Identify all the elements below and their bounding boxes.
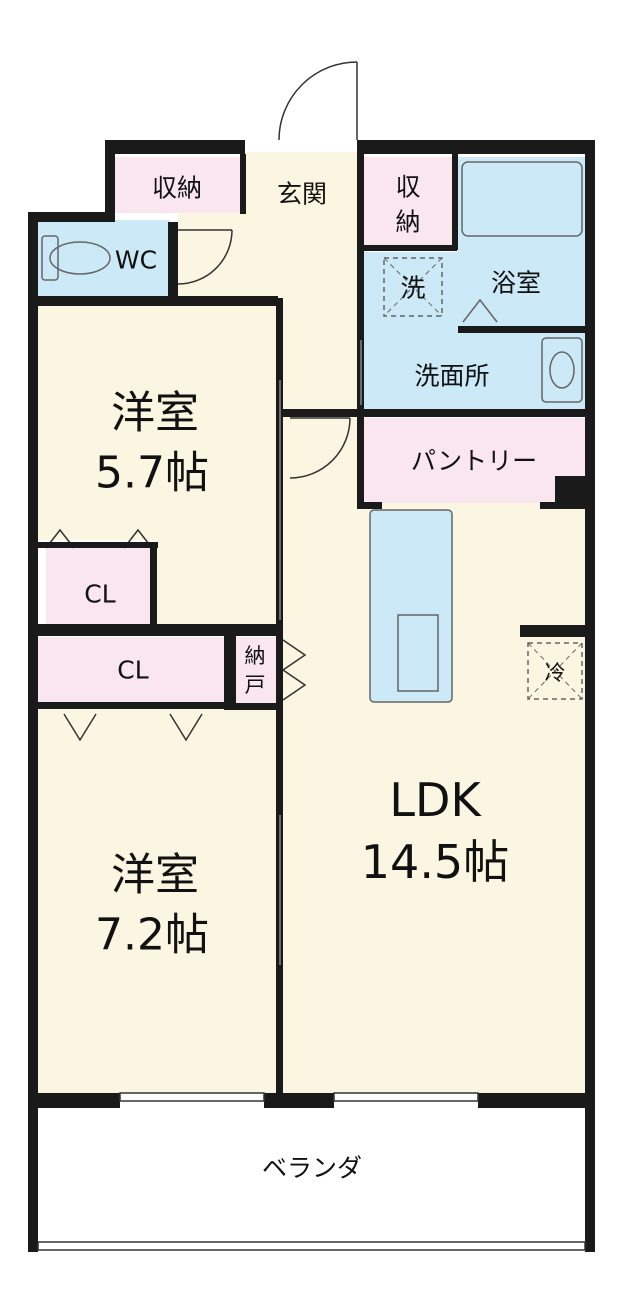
closet1-floor <box>46 548 150 624</box>
nando-door-swing2 <box>282 669 307 701</box>
wc-floor <box>38 220 170 296</box>
storage1-label: 収納 <box>152 174 202 203</box>
bath-label: 浴室 <box>491 269 541 298</box>
nando-label-line2: 戸 <box>245 673 266 697</box>
wall-closet1-right <box>150 542 157 630</box>
bedroom1-name: 洋室 <box>111 388 199 439</box>
entry-door-swing <box>278 61 358 141</box>
closet2-floor <box>38 637 224 702</box>
wall-pantry-bottom-left <box>357 502 382 509</box>
pantry-floor <box>364 418 585 503</box>
storage2-label-line1: 収 <box>395 173 420 202</box>
wc-label: WC <box>115 246 157 275</box>
wall-nando-bottom <box>224 703 282 710</box>
nando-label-line1: 納 <box>245 644 266 668</box>
wall-wc-right <box>168 222 178 298</box>
wall-bottom-seg1 <box>28 1093 120 1108</box>
window-bed2 <box>119 1092 265 1102</box>
wall-closet2-bottom <box>38 702 234 709</box>
veranda-right-wall <box>585 1108 595 1252</box>
bedroom2-name: 洋室 <box>111 850 199 901</box>
wash-basin <box>541 337 583 403</box>
bedroom1-floor-lower <box>155 540 276 625</box>
basin-bowl <box>549 351 575 389</box>
toilet-tank <box>41 235 59 281</box>
fridge-label: 冷 <box>545 661 566 685</box>
doors <box>177 61 362 965</box>
wall-top-storage <box>105 140 245 154</box>
wc-door-swing <box>177 229 233 285</box>
veranda-railing <box>37 1241 586 1251</box>
storage2-label-line2: 納 <box>395 208 420 237</box>
bedroom2-size: 7.2帖 <box>95 910 209 961</box>
nando-floor <box>236 637 276 703</box>
wall-bottom-seg2 <box>264 1093 334 1108</box>
entrance-floor <box>245 152 357 232</box>
wall-storage2-right <box>452 154 458 250</box>
kitchen-counter <box>369 509 453 703</box>
toilet-bowl <box>49 241 111 275</box>
veranda-floor <box>38 1108 585 1243</box>
wall-bath-bottom <box>458 326 585 333</box>
veranda-left-wall <box>28 1108 38 1252</box>
ldk-name: LDK <box>389 773 482 827</box>
entrance-label: 玄関 <box>277 180 327 209</box>
corridor-floor <box>282 300 362 500</box>
closet2-hanger-left <box>63 713 97 742</box>
wall-storage2-bottom <box>357 245 457 251</box>
wall-wc-bottom <box>38 296 278 306</box>
veranda-label: ベランダ <box>262 1154 362 1183</box>
bedroom1-size: 5.7帖 <box>95 448 209 499</box>
closet2-label: CL <box>117 656 148 685</box>
wall-bottom-seg3 <box>478 1093 595 1108</box>
washer-label: 洗 <box>400 274 425 303</box>
labels: 洋室 5.7帖 洋室 7.2帖 LDK 14.5帖 収納 玄関 収 納 WC 浴… <box>84 173 565 1183</box>
wall-ldk-right-stub <box>520 625 585 637</box>
wall-pantry-left <box>357 417 364 507</box>
bedroom2-floor <box>38 708 276 1093</box>
fridge-diag2 <box>527 642 583 700</box>
wall-wash-bottom <box>282 409 585 417</box>
windows <box>37 1092 586 1251</box>
wall-top-right <box>357 140 594 154</box>
wall-storage1-left <box>105 140 115 214</box>
washer-diag2 <box>383 257 443 317</box>
ldk-door-swing <box>289 417 351 479</box>
fridge-space <box>527 642 583 700</box>
wall-storage-entry <box>240 154 246 214</box>
bath-door-marker <box>462 298 498 323</box>
window-ldk <box>333 1092 479 1102</box>
wall-bed1-bottom <box>38 624 278 636</box>
walls <box>28 140 595 1252</box>
washer-pan <box>383 257 443 317</box>
washroom-label: 洗面所 <box>414 362 489 391</box>
closet2-hanger-right <box>169 713 203 742</box>
storage1-floor <box>113 157 240 213</box>
floor-areas <box>38 152 585 1243</box>
wall-closet1-top <box>38 542 158 548</box>
bedroom1-floor <box>38 305 276 540</box>
closet1-label: CL <box>84 580 115 609</box>
wall-wet-left <box>357 154 364 410</box>
nando-door-swing1 <box>282 639 307 671</box>
pillar-pantry <box>555 476 585 506</box>
storage2-floor <box>364 157 452 245</box>
wall-top-left <box>28 212 115 222</box>
wall-right <box>585 140 595 1252</box>
ldk-size: 14.5帖 <box>361 835 509 889</box>
wall-nando-left <box>224 636 236 709</box>
kitchen-sink <box>397 614 439 692</box>
wall-left <box>28 212 38 1252</box>
washer-diag1 <box>383 257 443 317</box>
pantry-label: パントリー <box>411 447 537 476</box>
bathtub <box>461 161 583 237</box>
